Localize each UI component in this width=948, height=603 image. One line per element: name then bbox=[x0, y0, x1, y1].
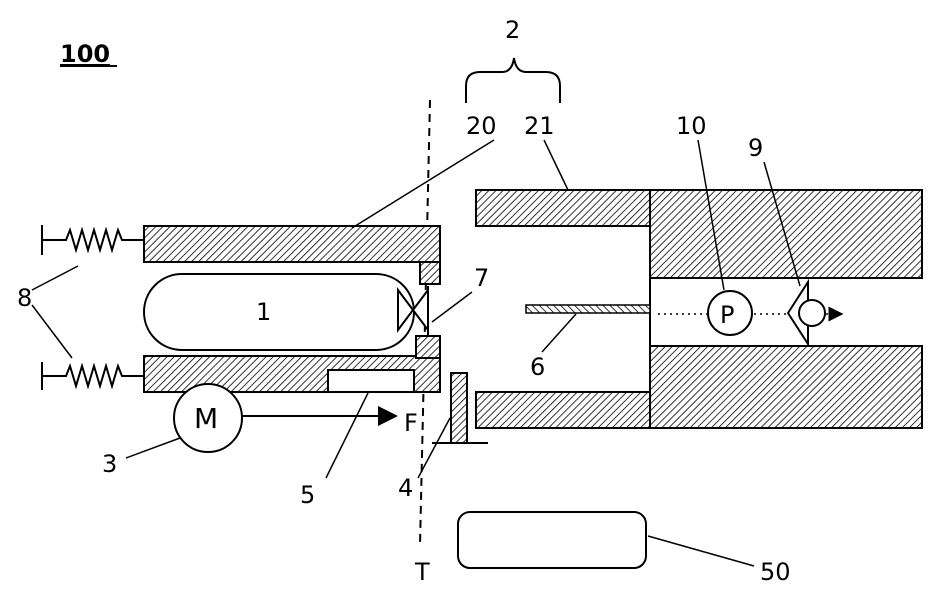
check-valve-ball bbox=[799, 300, 825, 326]
holder-upper-tab bbox=[420, 262, 440, 284]
container-1 bbox=[144, 274, 414, 350]
label-3: 3 bbox=[102, 450, 117, 478]
label-2: 2 bbox=[505, 16, 520, 44]
receiver-upper-arm bbox=[476, 190, 650, 226]
label-21: 21 bbox=[524, 112, 555, 140]
label-t: T bbox=[414, 558, 430, 586]
label-8: 8 bbox=[17, 284, 32, 312]
pump-label: P bbox=[720, 301, 734, 329]
holder-lower-tab bbox=[416, 336, 440, 358]
label-f: F bbox=[404, 409, 418, 437]
component-4 bbox=[451, 373, 467, 443]
label-7: 7 bbox=[474, 264, 489, 292]
leader-6 bbox=[542, 314, 576, 352]
spring-lower bbox=[42, 362, 144, 390]
leader-50 bbox=[648, 536, 754, 566]
leader-7 bbox=[432, 292, 472, 322]
figure-label: 100 bbox=[60, 40, 110, 68]
leader-3 bbox=[126, 438, 180, 458]
controller-50 bbox=[458, 512, 646, 568]
holder-upper-bar bbox=[144, 226, 440, 262]
receiver-lower-arm bbox=[476, 392, 650, 428]
label-1: 1 bbox=[256, 298, 271, 326]
leader-8-lower bbox=[32, 305, 72, 358]
motor-label: M bbox=[194, 402, 218, 435]
receiver-upper-block bbox=[650, 190, 922, 278]
spring-upper bbox=[42, 225, 144, 255]
label-5: 5 bbox=[300, 481, 315, 509]
label-10: 10 bbox=[676, 112, 707, 140]
label-50: 50 bbox=[760, 558, 791, 586]
receiver-lower-block bbox=[650, 346, 922, 428]
leader-21 bbox=[544, 140, 568, 190]
component-5 bbox=[328, 370, 414, 392]
label-4: 4 bbox=[398, 474, 413, 502]
leader-8-upper bbox=[32, 266, 78, 290]
nozzle-6 bbox=[526, 305, 650, 313]
label-9: 9 bbox=[748, 134, 763, 162]
label-6: 6 bbox=[530, 353, 545, 381]
leader-20 bbox=[352, 140, 494, 228]
label-20: 20 bbox=[466, 112, 497, 140]
leader-5 bbox=[326, 393, 368, 478]
brace bbox=[466, 58, 560, 103]
